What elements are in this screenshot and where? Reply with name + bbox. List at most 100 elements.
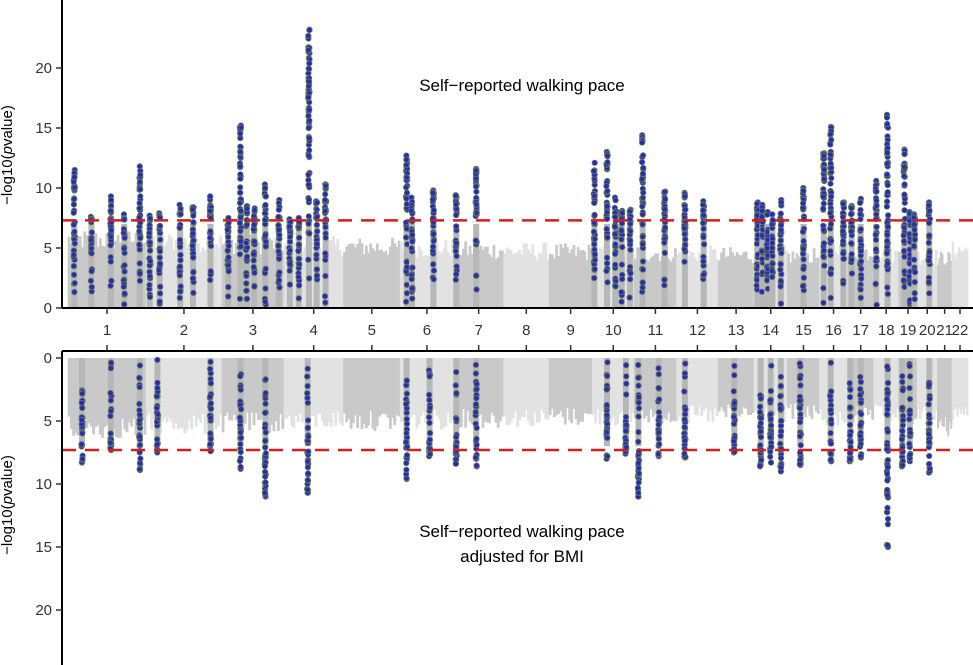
background-point-column: [299, 358, 302, 414]
chromosome-tick-label: 11: [648, 322, 664, 339]
significant-point: [276, 284, 283, 291]
significant-point: [731, 399, 738, 406]
significant-point: [627, 246, 634, 253]
significant-point: [800, 238, 807, 245]
significant-point: [655, 429, 662, 436]
significant-point: [157, 290, 164, 297]
background-point-column: [143, 242, 147, 308]
significant-point: [827, 270, 834, 277]
background-point-column: [76, 358, 80, 436]
significant-point: [828, 237, 835, 245]
background-point-column: [856, 358, 859, 407]
significant-point: [612, 197, 619, 204]
significant-point: [453, 389, 460, 397]
significant-point: [820, 166, 828, 173]
background-point-column: [373, 358, 377, 431]
background-point-column: [866, 358, 870, 415]
significant-point: [639, 211, 646, 218]
background-point-column: [179, 358, 182, 428]
significant-point: [777, 300, 785, 307]
significant-point: [906, 273, 913, 280]
significant-point: [777, 464, 785, 471]
background-point-column: [230, 239, 234, 308]
significant-point: [778, 250, 785, 257]
background-point-column: [393, 243, 397, 308]
significant-point: [827, 151, 834, 158]
background-point-column: [281, 250, 285, 308]
background-point-column: [720, 358, 723, 408]
background-point-column: [563, 243, 567, 308]
significant-point: [190, 269, 197, 276]
significant-point: [473, 380, 480, 388]
significant-point: [107, 282, 114, 289]
background-point-column: [871, 256, 874, 308]
background-point-column: [797, 256, 801, 308]
significant-point: [225, 283, 232, 291]
background-point-column: [570, 358, 574, 424]
background-point-column: [674, 248, 677, 308]
background-point-column: [152, 358, 156, 420]
significant-point: [154, 436, 161, 443]
significant-point: [619, 210, 626, 217]
background-point-column: [704, 358, 708, 409]
significant-point: [429, 196, 436, 203]
significant-point: [639, 241, 646, 248]
significant-point: [661, 282, 668, 289]
significant-point: [305, 46, 312, 54]
significant-point: [472, 272, 480, 279]
background-point-column: [356, 244, 359, 308]
background-point-column: [206, 238, 209, 308]
significant-point: [108, 359, 115, 366]
significant-point: [237, 434, 245, 442]
significant-point: [237, 386, 244, 393]
background-point-column: [194, 358, 198, 427]
background-point-column: [753, 358, 757, 411]
background-point-column: [713, 358, 717, 409]
background-point-column: [616, 358, 620, 424]
significant-point: [305, 181, 312, 188]
significant-point: [656, 441, 663, 448]
background-point-column: [323, 358, 327, 426]
y-tick-label: 5: [44, 240, 52, 257]
background-point-column: [288, 358, 291, 416]
significant-point: [906, 407, 914, 414]
significant-point: [820, 200, 827, 207]
background-point-column: [722, 248, 726, 308]
background-point-column: [250, 358, 254, 413]
significant-point: [827, 440, 835, 447]
significant-point: [237, 429, 244, 436]
background-point-column: [380, 358, 383, 414]
chromosome-tick-label: 7: [475, 322, 483, 339]
significant-point: [661, 224, 669, 231]
significant-point: [107, 412, 114, 420]
background-point-column: [553, 358, 556, 417]
significant-point: [177, 263, 184, 270]
significant-point: [190, 219, 197, 226]
background-point-column: [217, 358, 220, 426]
significant-point: [403, 390, 410, 397]
significant-point: [121, 301, 128, 308]
significant-point: [884, 231, 891, 238]
background-point-column: [964, 247, 967, 308]
significant-point: [304, 390, 311, 397]
background-point-column: [325, 358, 329, 427]
significant-point: [452, 212, 460, 219]
background-point-column: [496, 257, 500, 308]
background-point-column: [490, 257, 494, 308]
background-point-column: [691, 358, 695, 407]
significant-point: [403, 430, 410, 437]
significant-point: [906, 362, 913, 370]
background-point-column: [367, 358, 370, 426]
significant-point: [800, 246, 807, 253]
significant-point: [846, 421, 854, 428]
background-point-column: [749, 259, 752, 308]
background-point-column: [631, 249, 635, 308]
background-point-column: [559, 244, 563, 308]
background-point-column: [270, 240, 274, 308]
significant-point: [884, 456, 892, 464]
background-point-column: [127, 231, 131, 308]
significant-point: [767, 434, 774, 441]
background-point-column: [951, 241, 954, 308]
significant-point: [107, 233, 115, 240]
